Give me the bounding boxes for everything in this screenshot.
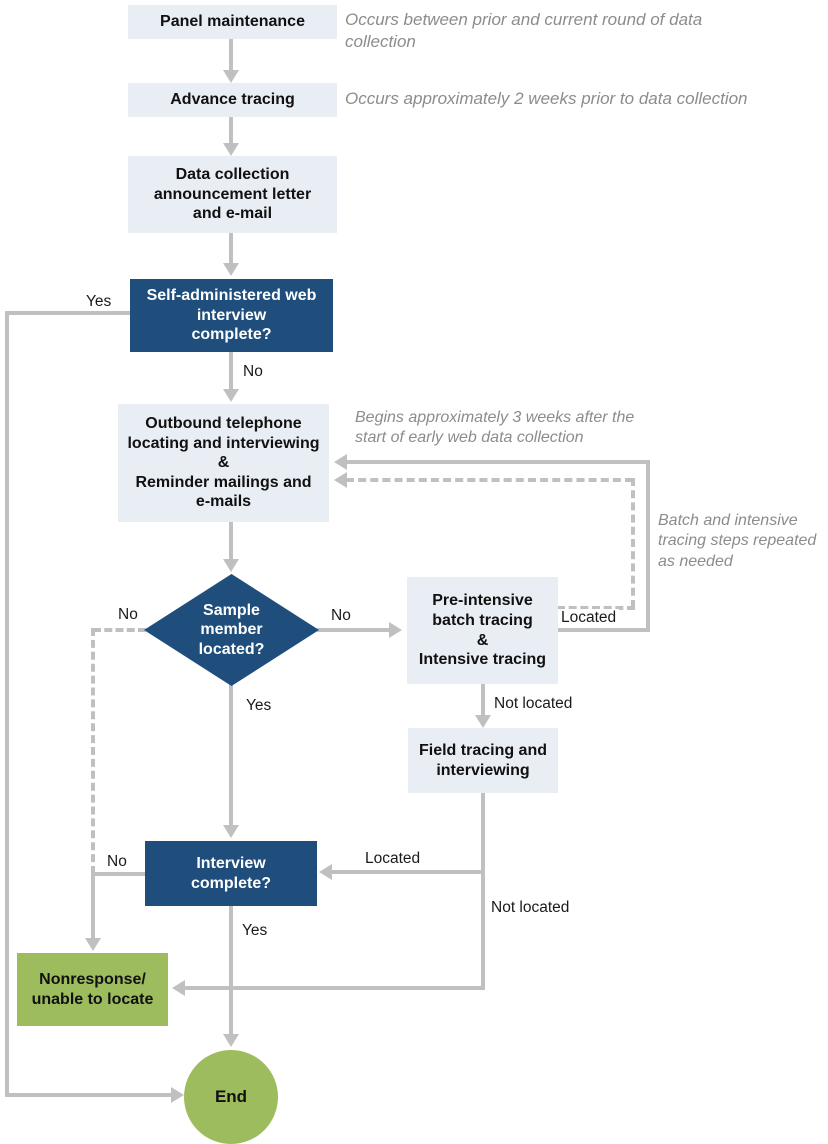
connector-no-to-nonresponse [91,872,95,938]
connector-batch-return-solid-vertical [646,460,650,632]
connector-diamond-no-dashed-horizontal [93,628,146,632]
node-end: End [184,1050,278,1144]
connector-panel-to-advance [229,39,233,71]
connector-advance-to-announcement [229,117,233,144]
node-nonresponse-label: Nonresponse/ unable to locate [31,970,154,1008]
edge-label-sample-no-left: No [118,606,138,623]
connector-announcement-to-web [229,233,233,264]
arrowhead-batch-to-field [475,715,491,728]
node-field-tracing: Field tracing and interviewing [408,728,558,793]
node-batch-intensive-tracing-label: Pre-intensive batch tracing & Intensive … [418,592,547,669]
connector-diamond-no-dashed-vertical [91,628,95,874]
connector-batch-to-field [481,684,485,716]
node-announcement-letter: Data collection announcement letter and … [128,156,337,233]
node-outbound-telephone: Outbound telephone locating and intervie… [118,404,329,522]
arrowhead-web-no-to-outbound [223,389,239,402]
arrowhead-announcement-to-web [223,263,239,276]
annotation-panel-maintenance: Occurs between prior and current round o… [345,10,703,51]
connector-web-no-to-outbound [229,352,233,390]
arrowhead-diamond-no-to-batch [389,622,402,638]
node-outbound-telephone-label: Outbound telephone locating and intervie… [127,415,320,511]
connector-web-yes-to-end [5,1093,172,1097]
node-batch-intensive-tracing: Pre-intensive batch tracing & Intensive … [407,577,558,684]
edge-label-field-located: Located [365,850,421,867]
arrowhead-no-to-nonresponse [85,938,101,951]
edge-label-field-not-located: Not located [491,899,570,916]
edge-label-interview-yes: Yes [242,922,268,939]
connector-diamond-yes-to-interview [229,684,233,826]
connector-notlocated-to-nonresponse [184,986,483,990]
arrowhead-diamond-yes-to-interview [223,825,239,838]
arrowhead-batch-return-dashed [334,472,347,488]
node-nonresponse: Nonresponse/ unable to locate [17,953,168,1026]
edge-label-sample-no-right: No [331,607,351,624]
annotation-tracing-loop: Batch and intensive tracing steps repeat… [658,512,817,570]
connector-diamond-no-to-batch [317,628,390,632]
arrowhead-batch-return-solid [334,454,347,470]
connector-field-located-to-interview [331,870,483,874]
arrowhead-advance-to-announcement [223,143,239,156]
node-panel-maintenance: Panel maintenance [128,5,337,39]
connector-web-yes-horizontal [7,311,130,315]
node-panel-maintenance-label: Panel maintenance [160,13,305,31]
edge-label-sample-yes: Yes [246,697,272,714]
arrowhead-web-yes-to-end [171,1087,184,1103]
annotation-advance-tracing: Occurs approximately 2 weeks prior to da… [345,89,748,108]
arrowhead-outbound-to-diamond [223,559,239,572]
connector-batch-return-dashed-vertical [631,478,635,608]
connector-batch-return-dashed-top [346,478,633,482]
edge-label-batch-not-located: Not located [494,695,573,712]
arrowhead-interview-yes-to-end [223,1034,239,1047]
connector-interview-yes-to-end [229,906,233,1035]
edge-label-batch-located: Located [558,609,620,627]
node-interview-complete-label: Interview complete? [190,854,271,892]
node-announcement-letter-label: Data collection announcement letter and … [153,166,312,223]
connector-batch-return-solid-top [346,460,648,464]
edge-label-web-no: No [243,363,263,380]
node-field-tracing-label: Field tracing and interviewing [418,741,547,779]
connector-outbound-to-diamond [229,522,233,560]
connector-batch-return-solid-bottom [557,628,650,632]
arrowhead-panel-to-advance [223,70,239,83]
edge-label-web-yes: Yes [86,293,112,310]
connector-field-down [481,793,485,990]
connector-interview-no-horizontal [93,872,145,876]
edge-label-interview-no: No [107,853,127,870]
node-web-interview-decision: Self-administered web interview complete… [130,279,333,352]
node-advance-tracing: Advance tracing [128,83,337,117]
node-end-label: End [214,1086,248,1106]
connector-batch-return-dashed-bottom [557,606,635,610]
node-sample-member-located-label: Sample member located? [198,601,265,658]
node-sample-member-located-decision: Sample member located? [144,574,319,686]
connector-web-yes-vertical [5,311,9,1095]
arrowhead-notlocated-to-nonresponse [172,980,185,996]
node-advance-tracing-label: Advance tracing [170,91,295,109]
node-web-interview-decision-label: Self-administered web interview complete… [146,287,317,344]
annotation-outbound-telephone: Begins approximately 3 weeks after the s… [355,409,635,447]
node-interview-complete-decision: Interview complete? [145,841,317,906]
arrowhead-field-located-to-interview [319,864,332,880]
